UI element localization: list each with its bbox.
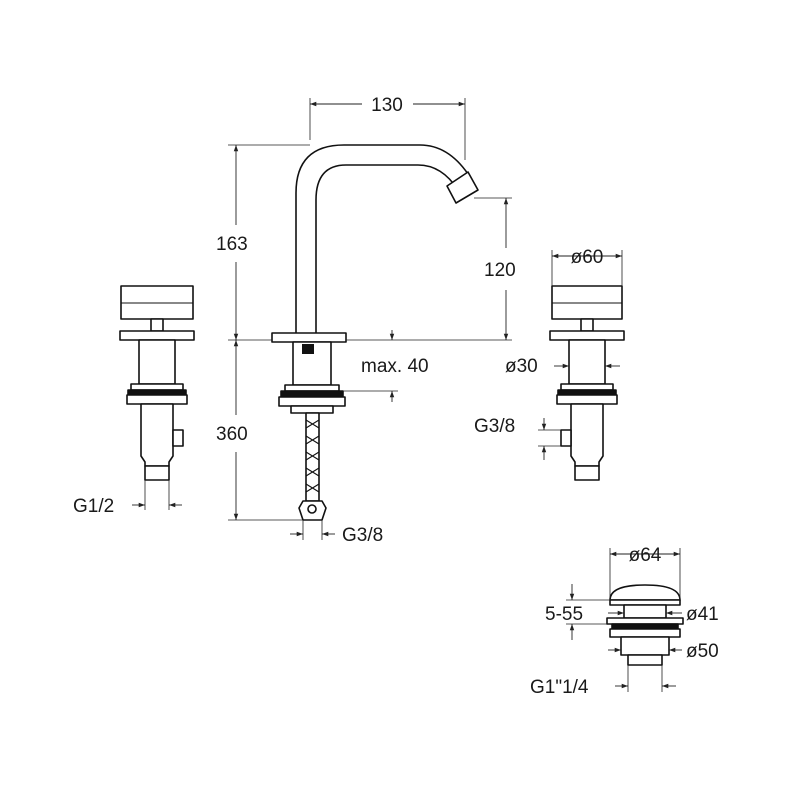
- right-valve: [549, 285, 625, 481]
- waste-nut: [609, 628, 681, 638]
- label-below-deck: 360: [216, 424, 248, 445]
- label-hose-connection: G3/8: [342, 525, 383, 546]
- spout: [271, 144, 479, 521]
- right-valve-body: [570, 403, 604, 467]
- spout-flange: [271, 332, 347, 343]
- waste-tail: [620, 636, 670, 656]
- waste-body: [623, 604, 667, 619]
- dimension-lines: [132, 98, 682, 692]
- right-washer-top: [560, 383, 614, 391]
- waste-drain: [606, 584, 684, 666]
- label-waste-thread: G1"1/4: [530, 677, 589, 698]
- label-valve-outlet: G3/8: [474, 416, 515, 437]
- label-waste-range: 5-55: [545, 604, 583, 625]
- label-spout-reach: 130: [371, 95, 403, 116]
- label-spout-height: 163: [216, 234, 248, 255]
- right-inlet: [574, 465, 600, 481]
- right-nut: [556, 394, 618, 405]
- left-flange: [119, 330, 195, 341]
- right-stem: [580, 318, 594, 332]
- left-outlet-stub: [172, 429, 184, 447]
- label-waste-cap-diameter: ø64: [629, 545, 662, 566]
- label-valve-inlet: G1/2: [73, 496, 114, 517]
- waste-cap: [609, 584, 681, 601]
- left-valve: [119, 285, 195, 481]
- label-handle-diameter: ø60: [571, 247, 604, 268]
- left-stem: [150, 318, 164, 332]
- waste-tail-bottom: [627, 654, 663, 666]
- label-body-diameter: ø30: [505, 356, 538, 377]
- spout-collar-mark: [302, 344, 314, 354]
- left-inlet: [144, 465, 170, 481]
- left-nut: [126, 394, 188, 405]
- spout-washer-dark: [280, 390, 344, 398]
- spout-tube: [295, 144, 469, 339]
- spout-nut-lower: [290, 405, 334, 414]
- left-valve-body: [140, 403, 174, 467]
- dimension-labels: 130 163 120 ø60 max. 40 ø30 360 G3/8 G1/…: [73, 95, 719, 698]
- right-body: [568, 339, 606, 385]
- left-washer-top: [130, 383, 184, 391]
- hose-fitting-bore: [307, 504, 317, 514]
- label-waste-body-diameter: ø41: [686, 604, 719, 625]
- label-outlet-height: 120: [484, 260, 516, 281]
- label-waste-nut-diameter: ø50: [686, 641, 719, 662]
- braid-pattern: [305, 419, 320, 493]
- right-outlet-stub: [560, 429, 572, 447]
- spout-aerator: [446, 171, 479, 204]
- left-body: [138, 339, 176, 385]
- spout-washer-top: [284, 384, 340, 392]
- spout-nut: [278, 396, 346, 407]
- label-deck-thickness: max. 40: [361, 356, 429, 377]
- right-flange: [549, 330, 625, 341]
- waste-flange: [606, 617, 684, 625]
